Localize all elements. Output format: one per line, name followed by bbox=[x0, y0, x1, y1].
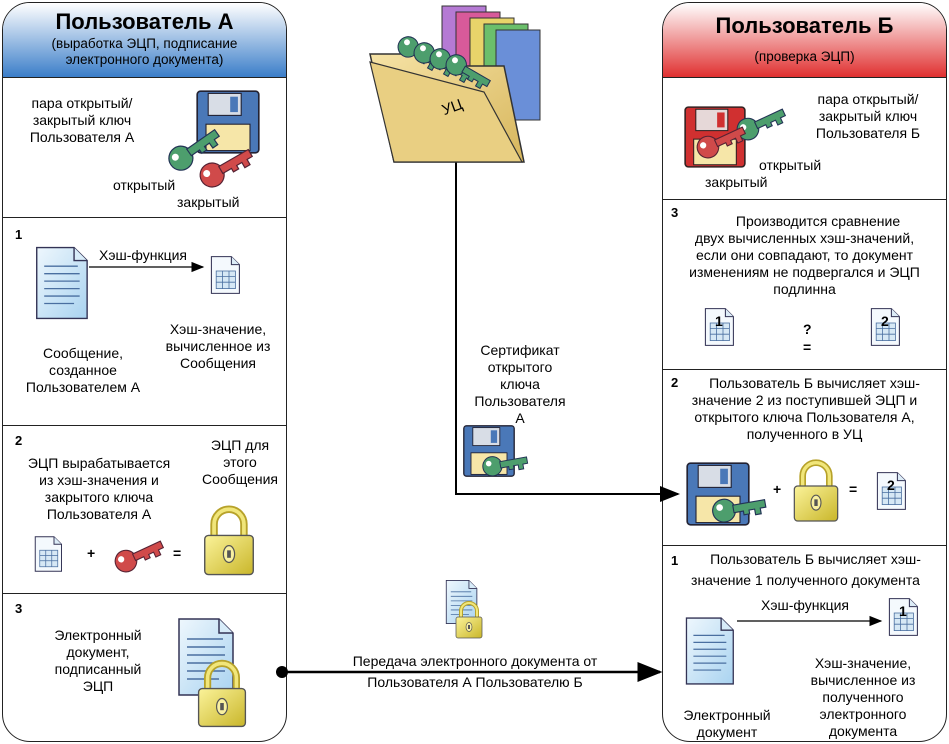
user-b-lane: Пользователь Б (проверка ЭЦП) пара откры… bbox=[662, 2, 947, 742]
user-a-step3-section: 3 Электронный документ, подписанный ЭЦП bbox=[3, 593, 286, 741]
user-b-compare-line4: изменениям не подвергался и ЭЦП bbox=[689, 264, 920, 280]
user-a-title: Пользователь А bbox=[55, 9, 234, 34]
user-a-signature-line3: Сообщения bbox=[202, 471, 278, 487]
transferred-lock-icon bbox=[454, 600, 484, 640]
user-a-signed-doc-line4: ЭЦП bbox=[82, 678, 114, 694]
user-b-keypair-line1: пара открытый/ bbox=[817, 91, 919, 107]
user-b-keypair-line3: Пользователя Б bbox=[815, 125, 921, 141]
user-b-step2-line2: значение 2 из поступившей ЭЦП и bbox=[691, 392, 918, 408]
certificate-line4: Пользователя bbox=[474, 393, 566, 409]
user-b-compare-question: ? bbox=[803, 321, 812, 337]
user-a-message-line3: Пользователем А bbox=[25, 379, 141, 395]
user-b-compare-equals: = bbox=[803, 339, 812, 355]
user-a-lane: Пользователь А (выработка ЭЦП, подписани… bbox=[2, 2, 287, 742]
user-b-keypair-section: пара открытый/ закрытый ключ Пользовател… bbox=[663, 77, 946, 200]
user-a-step2-line3: закрытого ключа bbox=[44, 489, 154, 505]
user-a-hash-function-label: Хэш-функция bbox=[99, 247, 188, 263]
user-a-message-line2: созданное bbox=[49, 362, 117, 378]
user-a-signature-line2: этого bbox=[223, 454, 257, 470]
user-b-step1-section: 1 Пользователь Б вычисляет хэш- значение… bbox=[663, 545, 946, 741]
transfer-line1: Передача электронного документа от bbox=[352, 653, 598, 669]
user-b-step2-section: 2 Пользователь Б вычисляет хэш- значение… bbox=[663, 369, 946, 546]
certificate-line2: открытого bbox=[487, 359, 553, 375]
user-b-step2-plus: + bbox=[773, 481, 782, 497]
user-a-subtitle-1: (выработка ЭЦП, подписание bbox=[51, 36, 238, 51]
user-a-keypair-section: пара открытый/ закрытый ключ Пользовател… bbox=[3, 77, 286, 218]
user-a-step2-num: 2 bbox=[15, 433, 23, 448]
user-a-hash-value-line1: Хэш-значение, bbox=[169, 321, 267, 337]
user-b-step2-line1: Пользователь Б вычисляет хэш- bbox=[709, 375, 920, 391]
certificate-line5: А bbox=[515, 410, 525, 426]
user-a-open-label: открытый bbox=[113, 177, 176, 193]
user-a-step2-line1: ЭЦП вырабатывается bbox=[27, 455, 171, 471]
user-b-hash-value-line3: полученного bbox=[822, 689, 904, 705]
user-b-subtitle: (проверка ЭЦП) bbox=[754, 49, 855, 64]
user-b-step3-num: 3 bbox=[671, 205, 679, 220]
user-b-step1-num: 1 bbox=[671, 553, 679, 568]
user-b-closed-label: закрытый bbox=[705, 174, 768, 190]
user-a-signature-line1: ЭЦП для bbox=[210, 437, 270, 453]
user-b-open-label: открытый bbox=[759, 157, 822, 173]
user-b-compare-line5: подлинна bbox=[773, 281, 836, 297]
user-a-keypair-line3: Пользователя А bbox=[29, 129, 135, 145]
user-a-signed-doc-line3: подписанный bbox=[54, 661, 142, 677]
user-b-header: Пользователь Б (проверка ЭЦП) bbox=[663, 3, 946, 78]
user-b-step2-num: 2 bbox=[671, 375, 679, 390]
user-b-doc-line1: Электронный bbox=[683, 707, 771, 723]
user-a-hash-value-line3: Сообщения bbox=[180, 355, 256, 371]
user-b-keypair-line2: закрытый ключ bbox=[818, 108, 918, 124]
user-b-step2-equals: = bbox=[849, 481, 858, 497]
user-a-signed-doc-line1: Электронный bbox=[54, 627, 142, 643]
user-a-keypair-line2: закрытый ключ bbox=[32, 112, 132, 128]
user-b-compare-line2: двух вычисленных хэш-значений, bbox=[694, 230, 915, 246]
user-b-step1-doc-number: 1 bbox=[899, 603, 907, 619]
user-a-header: Пользователь А (выработка ЭЦП, подписани… bbox=[3, 3, 286, 78]
user-a-step1-section: 1 Хэш-функция Сообщение, созданное Польз… bbox=[3, 217, 286, 426]
certificate-authority-folder-icon bbox=[369, 5, 541, 163]
user-a-step2-line2: из хэш-значения и bbox=[39, 472, 159, 488]
transfer-line2: Пользователя А Пользователю Б bbox=[367, 674, 583, 690]
hash-value-1-number: 1 bbox=[715, 313, 723, 329]
user-b-step1-line1: Пользователь Б вычисляет хэш- bbox=[710, 551, 921, 567]
user-a-subtitle-2: электронного документа) bbox=[65, 52, 224, 67]
user-b-step2-line4: полученного в УЦ bbox=[746, 426, 863, 442]
user-a-closed-label: закрытый bbox=[177, 194, 240, 210]
user-a-step2-section: 2 ЭЦП вырабатывается из хэш-значения и з… bbox=[3, 425, 286, 594]
user-a-signed-doc-line2: документ, bbox=[66, 644, 130, 660]
user-b-step3-section: 3 Производится сравнение двух вычисленны… bbox=[663, 199, 946, 370]
user-b-step2-doc-number: 2 bbox=[887, 477, 895, 493]
user-a-step2-equals: = bbox=[173, 545, 182, 561]
certificate-line1: Сертификат bbox=[480, 342, 560, 358]
user-b-hash-function-label: Хэш-функция bbox=[761, 597, 850, 613]
hash-arrow bbox=[89, 261, 205, 273]
user-a-step2-plus: + bbox=[87, 545, 96, 561]
user-b-compare-line3: если они совпадают, то документ bbox=[696, 247, 913, 263]
user-a-keypair-line1: пара открытый/ bbox=[31, 95, 133, 111]
user-b-hash-value-line4: электронного bbox=[819, 706, 907, 722]
user-b-hash-value-line1: Хэш-значение, bbox=[814, 655, 912, 671]
hash-arrow bbox=[737, 615, 883, 627]
user-a-step2-line4: Пользователя А bbox=[46, 506, 152, 522]
user-a-step1-num: 1 bbox=[15, 227, 23, 242]
user-b-compare-line1: Производится сравнение bbox=[735, 213, 901, 229]
user-b-step2-line3: открытого ключа Пользователя А, bbox=[694, 409, 915, 425]
hash-value-2-number: 2 bbox=[881, 313, 889, 329]
user-b-hash-value-line2: вычисленное из bbox=[810, 672, 916, 688]
user-b-title: Пользователь Б bbox=[715, 13, 894, 38]
user-b-step1-line2: значение 1 полученного документа bbox=[691, 572, 920, 588]
user-b-doc-line2: документ bbox=[696, 724, 758, 740]
user-b-hash-value-line5: документа bbox=[828, 723, 898, 739]
user-a-hash-value-line2: вычисленное из bbox=[165, 338, 271, 354]
certificate-line3: ключа bbox=[500, 376, 540, 392]
user-a-message-line1: Сообщение, bbox=[42, 345, 124, 361]
user-a-step3-num: 3 bbox=[15, 601, 23, 616]
